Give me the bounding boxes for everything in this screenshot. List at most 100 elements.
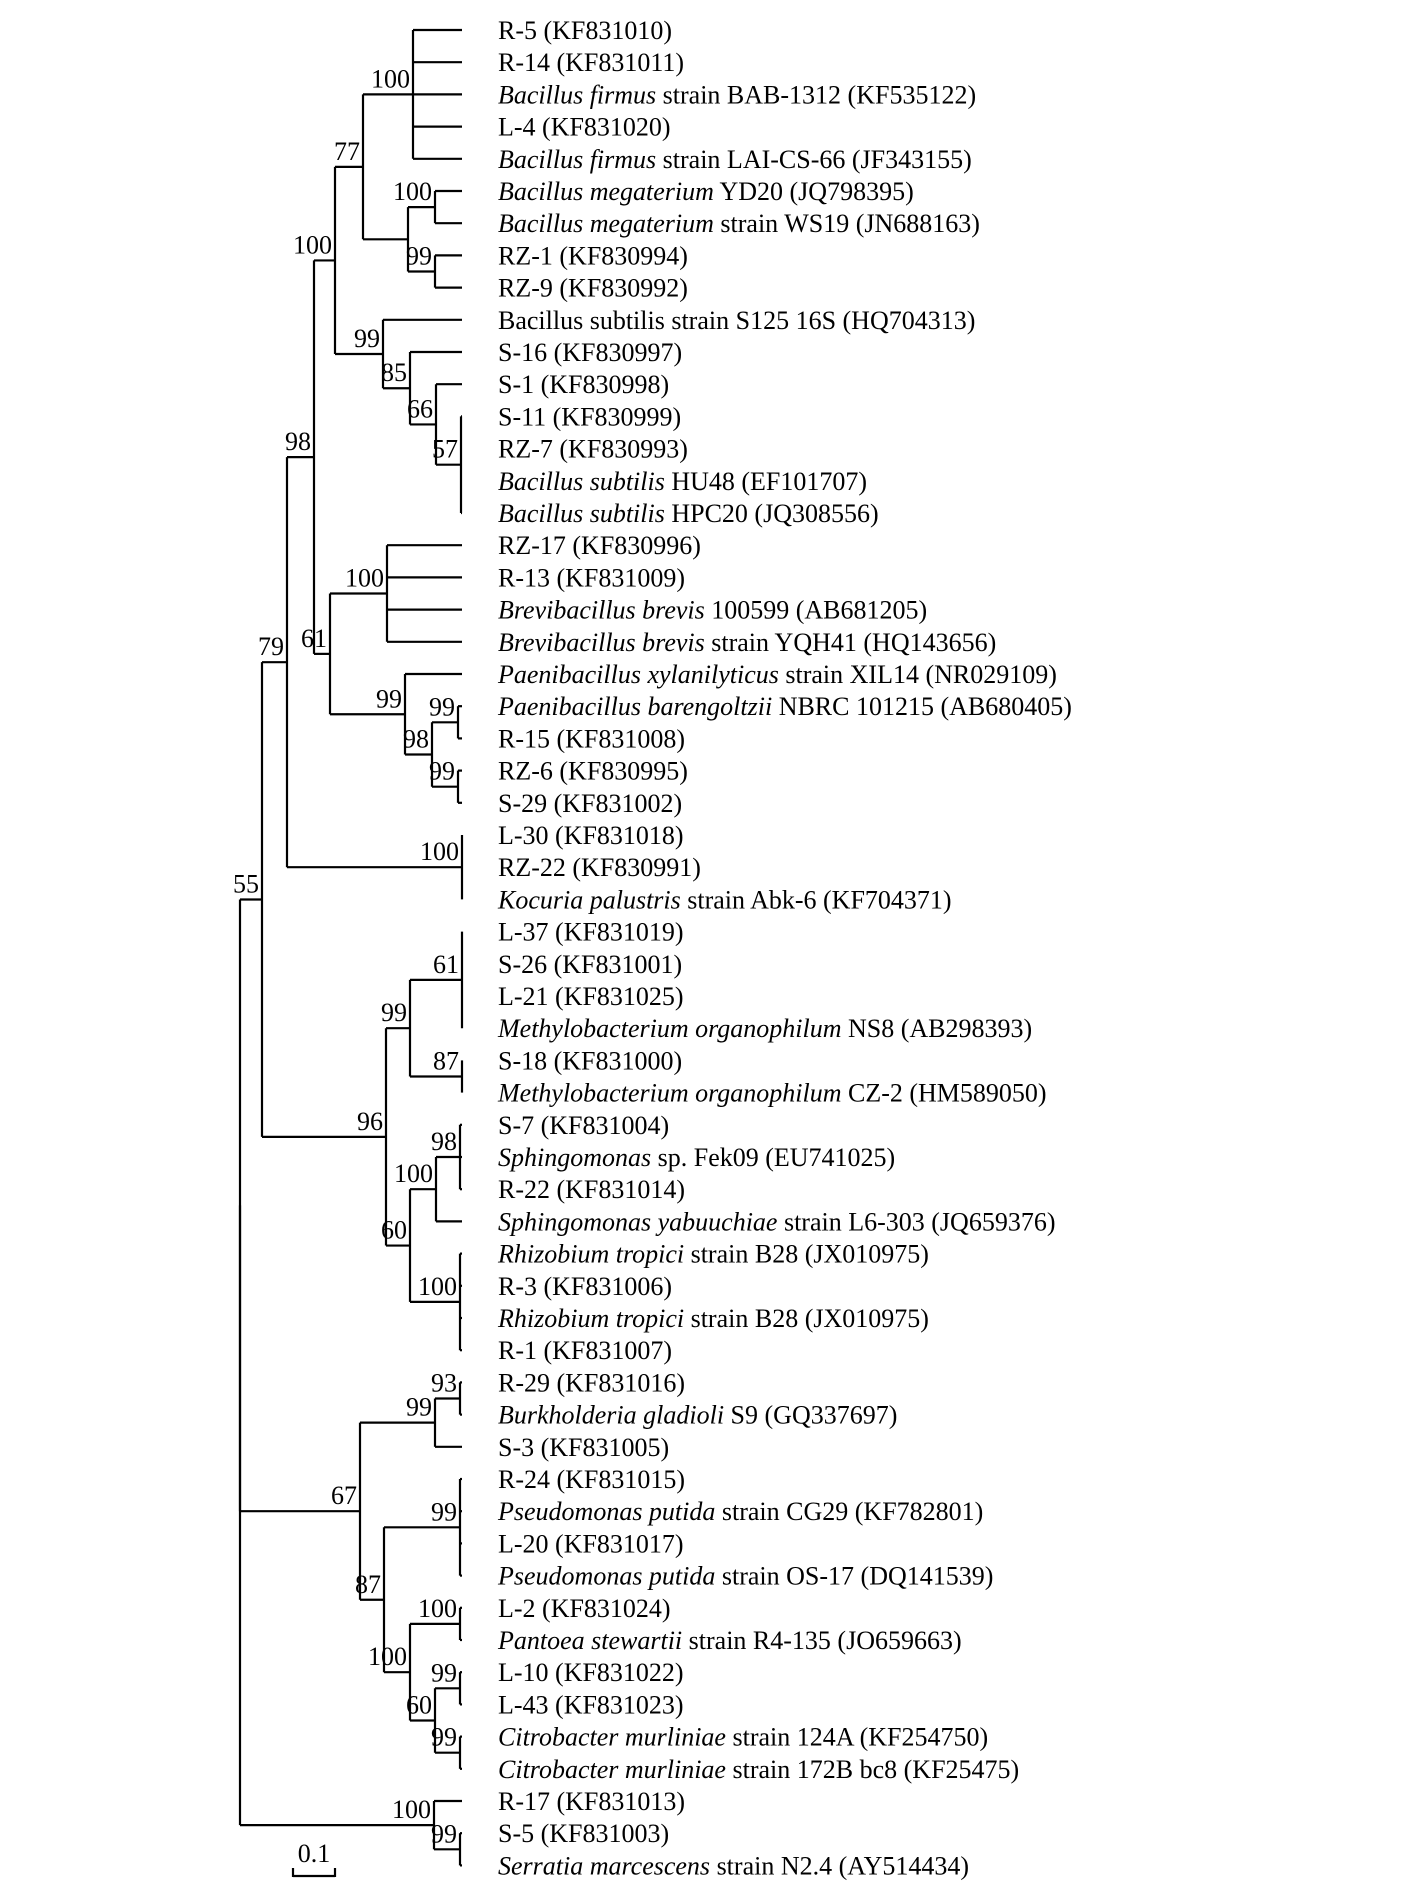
leaf-label: Bacillus firmus strain LAI-CS-66 (JF3431… [498, 145, 972, 174]
leaf-label: Kocuria palustris strain Abk-6 (KF704371… [497, 885, 952, 914]
leaf-label: R-29 (KF831016) [498, 1368, 685, 1397]
leaf-label: S-7 (KF831004) [498, 1111, 669, 1140]
leaf-label: L-43 (KF831023) [498, 1690, 684, 1719]
leaf-label: L-4 (KF831020) [498, 113, 671, 142]
bootstrap-value: 100 [293, 230, 332, 259]
leaf-label: Citrobacter murliniae strain 124A (KF254… [498, 1723, 988, 1752]
bootstrap-value: 99 [429, 692, 455, 721]
leaf-label: Methylobacterium organophilum NS8 (AB298… [497, 1014, 1032, 1043]
bootstrap-value: 87 [433, 1047, 459, 1076]
leaf-label: R-15 (KF831008) [498, 724, 685, 753]
leaf-label: Serratia marcescens strain N2.4 (AY51443… [498, 1851, 969, 1880]
leaf-label: S-1 (KF830998) [498, 370, 669, 399]
bootstrap-value: 60 [381, 1216, 407, 1245]
leaf-label: Sphingomonas sp. Fek09 (EU741025) [498, 1143, 895, 1172]
leaf-label: Pantoea stewartii strain R4-135 (JO65966… [497, 1626, 962, 1655]
leaf-label: L-10 (KF831022) [498, 1658, 684, 1687]
bootstrap-value: 98 [285, 427, 311, 456]
leaf-label: S-29 (KF831002) [498, 789, 682, 818]
leaf-label: Paenibacillus xylanilyticus strain XIL14… [497, 660, 1057, 689]
bootstrap-value: 99 [406, 242, 432, 271]
bootstrap-value: 96 [357, 1107, 383, 1136]
bootstrap-value: 85 [381, 358, 407, 387]
bootstrap-value: 55 [233, 870, 259, 899]
bootstrap-value: 100 [418, 1272, 457, 1301]
bootstrap-labels: 1001009977576685991001009999989961981007… [233, 64, 459, 1848]
leaf-label: L-21 (KF831025) [498, 982, 684, 1011]
leaf-label: Bacillus subtilis HU48 (EF101707) [498, 467, 867, 496]
leaf-label: L-2 (KF831024) [498, 1594, 671, 1623]
leaf-label: Bacillus megaterium YD20 (JQ798395) [498, 177, 914, 206]
leaf-label: Methylobacterium organophilum CZ-2 (HM58… [497, 1079, 1047, 1108]
bootstrap-value: 99 [376, 684, 402, 713]
bootstrap-value: 99 [431, 1819, 457, 1848]
leaf-label: S-11 (KF830999) [498, 402, 681, 431]
bootstrap-value: 61 [301, 624, 327, 653]
leaf-label: Burkholderia gladioli S9 (GQ337697) [498, 1401, 897, 1430]
leaf-label: S-16 (KF830997) [498, 338, 682, 367]
bootstrap-value: 67 [331, 1481, 357, 1510]
leaf-label: R-3 (KF831006) [498, 1272, 672, 1301]
bootstrap-value: 100 [393, 177, 432, 206]
bootstrap-value: 99 [381, 998, 407, 1027]
leaf-label: Citrobacter murliniae strain 172B bc8 (K… [498, 1755, 1019, 1784]
bootstrap-value: 57 [432, 435, 458, 464]
leaf-label: S-18 (KF831000) [498, 1046, 682, 1075]
leaf-label: RZ-22 (KF830991) [498, 853, 701, 882]
leaf-label: Bacillus subtilis HPC20 (JQ308556) [498, 499, 879, 528]
bootstrap-value: 99 [431, 1497, 457, 1526]
leaf-label: R-22 (KF831014) [498, 1175, 685, 1204]
scale-bar-label: 0.1 [298, 1839, 331, 1868]
leaf-label: Rhizobium tropici strain B28 (JX010975) [497, 1240, 929, 1269]
bootstrap-value: 100 [420, 837, 459, 866]
bootstrap-value: 99 [431, 1658, 457, 1687]
leaf-label: Pseudomonas putida strain OS-17 (DQ14153… [497, 1562, 993, 1591]
leaf-label: R-1 (KF831007) [498, 1336, 672, 1365]
bootstrap-value: 66 [407, 394, 433, 423]
bootstrap-value: 100 [392, 1795, 431, 1824]
leaf-label: Brevibacillus brevis 100599 (AB681205) [498, 596, 927, 625]
bootstrap-value: 100 [368, 1642, 407, 1671]
leaf-label: L-37 (KF831019) [498, 918, 684, 947]
bootstrap-value: 99 [431, 1723, 457, 1752]
leaf-label: RZ-7 (KF830993) [498, 435, 688, 464]
bootstrap-value: 98 [431, 1127, 457, 1156]
scale-bar: 0.1 [291, 1839, 337, 1878]
bootstrap-value: 99 [406, 1393, 432, 1422]
leaf-label: R-5 (KF831010) [498, 16, 672, 45]
bootstrap-value: 100 [418, 1594, 457, 1623]
leaf-label: Sphingomonas yabuuchiae strain L6-303 (J… [498, 1207, 1055, 1236]
leaf-label: L-30 (KF831018) [498, 821, 684, 850]
leaf-label: Bacillus megaterium strain WS19 (JN68816… [498, 209, 980, 238]
bootstrap-value: 77 [334, 137, 360, 166]
leaf-label: R-17 (KF831013) [498, 1787, 685, 1816]
leaf-label: R-13 (KF831009) [498, 563, 685, 592]
bootstrap-value: 79 [258, 632, 284, 661]
leaf-label: L-20 (KF831017) [498, 1529, 684, 1558]
bootstrap-value: 99 [354, 324, 380, 353]
leaf-label: Rhizobium tropici strain B28 (JX010975) [497, 1304, 929, 1333]
leaf-label: RZ-1 (KF830994) [498, 241, 688, 270]
bootstrap-value: 93 [431, 1369, 457, 1398]
bootstrap-value: 61 [433, 950, 459, 979]
leaf-label: Paenibacillus barengoltzii NBRC 101215 (… [497, 692, 1072, 721]
leaf-label: Bacillus firmus strain BAB-1312 (KF53512… [498, 80, 976, 109]
leaf-label: S-26 (KF831001) [498, 950, 682, 979]
bootstrap-value: 100 [371, 64, 410, 93]
leaf-labels: R-5 (KF831010)R-14 (KF831011)Bacillus fi… [497, 16, 1072, 1880]
leaf-label: S-3 (KF831005) [498, 1433, 669, 1462]
bootstrap-value: 87 [355, 1570, 381, 1599]
bootstrap-value: 99 [429, 757, 455, 786]
leaf-label: Brevibacillus brevis strain YQH41 (HQ143… [498, 628, 996, 657]
leaf-label: Pseudomonas putida strain CG29 (KF782801… [497, 1497, 983, 1526]
leaf-label: RZ-17 (KF830996) [498, 531, 701, 560]
bootstrap-value: 100 [345, 564, 384, 593]
leaf-label: RZ-6 (KF830995) [498, 757, 688, 786]
leaf-label: Bacillus subtilis strain S125 16S (HQ704… [498, 306, 975, 335]
tree-branches [238, 28, 464, 1867]
bootstrap-value: 100 [394, 1159, 433, 1188]
bootstrap-value: 60 [406, 1691, 432, 1720]
leaf-label: R-24 (KF831015) [498, 1465, 685, 1494]
